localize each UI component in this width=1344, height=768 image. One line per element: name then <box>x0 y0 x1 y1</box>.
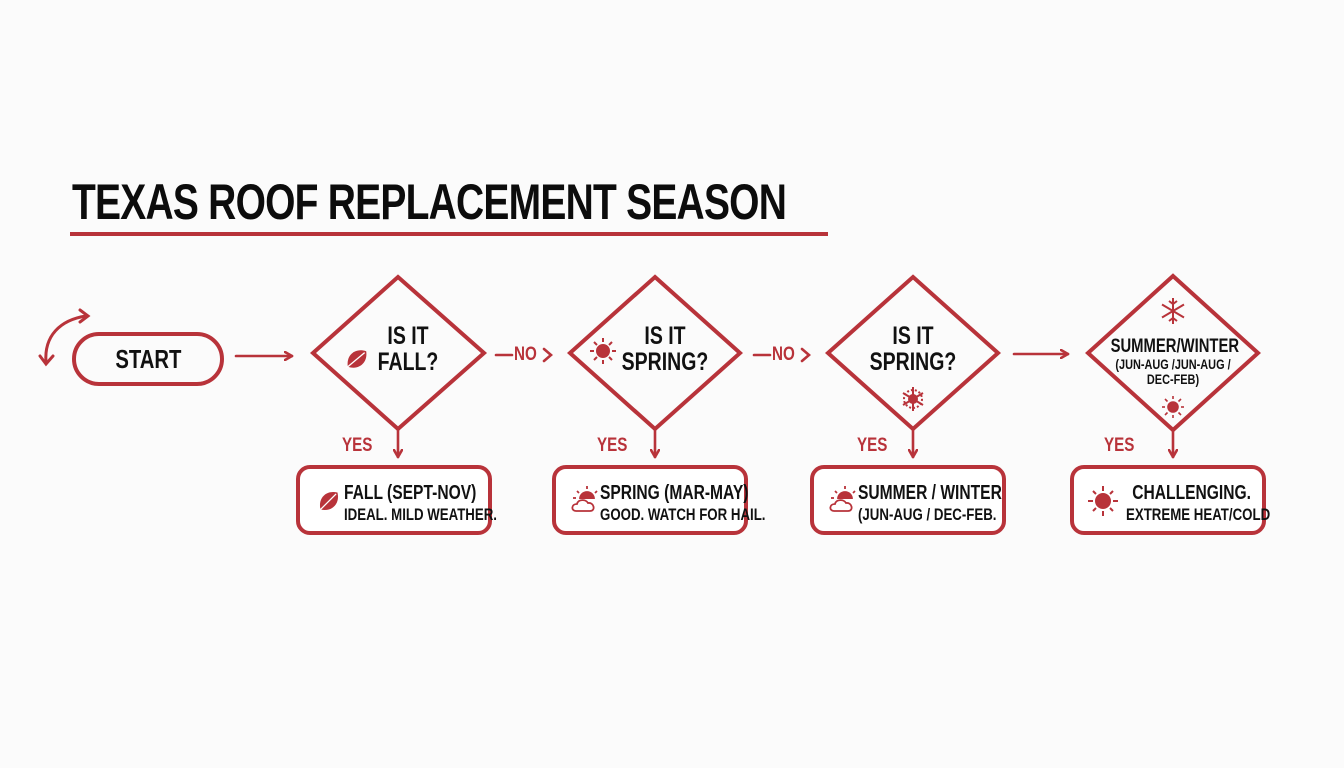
start-node <box>72 332 224 386</box>
outcome-challenging: CHALLENGING. EXTREME HEAT/COLD <box>1070 465 1270 535</box>
decision-1-text: IS IT FALL? <box>377 322 439 377</box>
sun-icon <box>1162 396 1184 418</box>
sun-icon <box>590 338 616 364</box>
decision-2-text: IS IT SPRING? <box>621 322 709 377</box>
leaf-icon <box>317 491 339 513</box>
yes-label-4: YES <box>1104 435 1135 456</box>
snowflake-icon <box>1161 298 1185 324</box>
sun-icon <box>1088 486 1118 516</box>
decision-4-text: SUMMER/WINTER (JUN-AUG /JUN-AUG / DEC-FE… <box>1110 336 1240 387</box>
curved-double-arrow-icon <box>38 308 91 367</box>
no-label-2: NO <box>772 344 795 365</box>
title-underline <box>70 232 828 236</box>
yes-label-2: YES <box>597 435 628 456</box>
outcome-spring: SPRING (MAR-MAY) GOOD. WATCH FOR HAIL. <box>552 465 765 535</box>
yes-label-1: YES <box>342 435 373 456</box>
outcome-fall: FALL (SEPT-NOV) IDEAL. MILD WEATHER. <box>296 465 497 535</box>
partly-cloudy-icon <box>571 486 598 512</box>
page-title: TEXAS ROOF REPLACEMENT SEASON <box>72 174 787 230</box>
start-node-label: START <box>114 343 182 374</box>
decision-3-text: IS IT SPRING? <box>869 322 957 377</box>
leaf-icon <box>345 350 367 369</box>
outcome-summer-winter: SUMMER / WINTER (JUN-AUG / DEC-FEB. <box>810 465 1006 535</box>
snowflake-icon <box>902 387 924 411</box>
partly-cloudy-icon <box>829 486 856 512</box>
yes-label-3: YES <box>857 435 888 456</box>
no-label-1: NO <box>514 344 537 365</box>
